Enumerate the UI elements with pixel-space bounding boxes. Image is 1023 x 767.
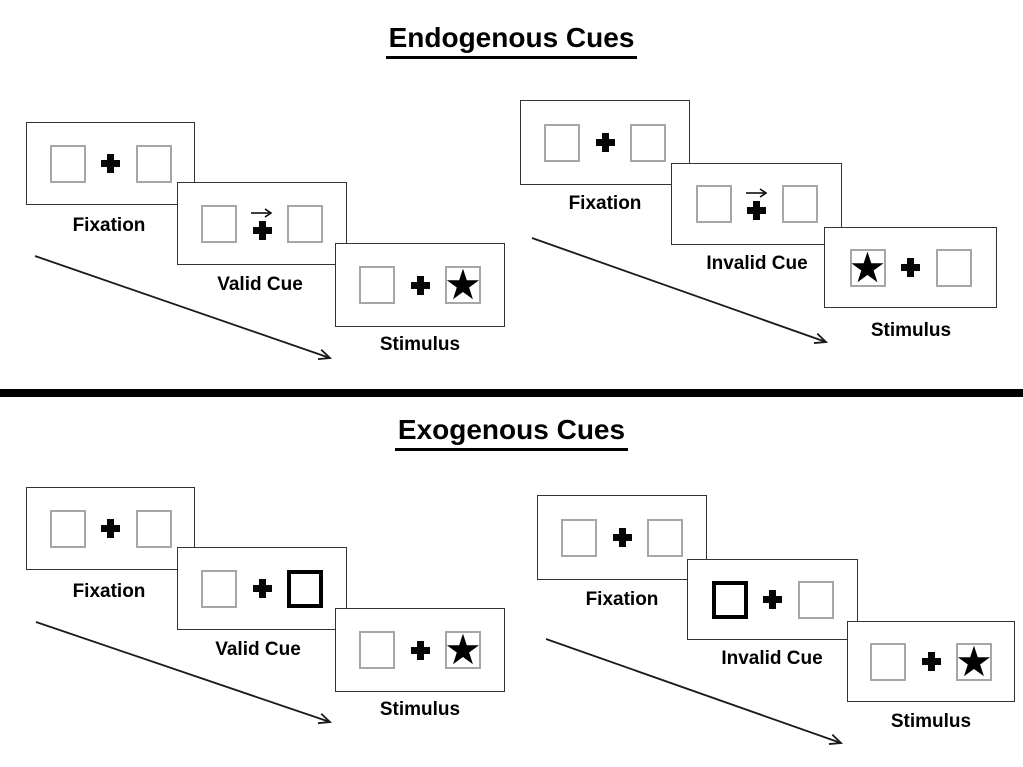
exo-valid-fixation-screen xyxy=(26,487,195,570)
right-target-box: ★ xyxy=(955,637,993,685)
right-placeholder-box xyxy=(781,185,818,223)
right-arrow-icon xyxy=(745,188,767,198)
fixation-cross-icon xyxy=(921,652,941,671)
section-divider xyxy=(0,389,1023,397)
screen-label: Stimulus xyxy=(379,334,461,355)
fixation-cross-icon xyxy=(101,154,120,173)
screen-label: Stimulus xyxy=(870,320,952,341)
fixation-cross-icon xyxy=(612,528,632,547)
section-title-endogenous: Endogenous Cues xyxy=(0,22,1023,59)
fixation-cross-icon xyxy=(252,579,272,598)
screen-label: Fixation xyxy=(72,215,146,236)
fixation-cross-icon xyxy=(252,220,272,240)
star-stimulus-icon: ★ xyxy=(444,626,482,673)
exo-valid-stimulus-screen: ★ xyxy=(335,608,505,692)
fixation-cross-icon xyxy=(901,258,920,277)
exo-invalid-stimulus-screen: ★ xyxy=(847,621,1015,702)
screen-label: Stimulus xyxy=(379,699,461,720)
right-placeholder-box xyxy=(630,123,666,162)
left-placeholder-box xyxy=(49,509,86,548)
endo-invalid-fixation-screen xyxy=(520,100,690,185)
screen-label: Valid Cue xyxy=(215,639,301,660)
right-placeholder-box xyxy=(287,204,323,243)
left-highlighted-cue-box xyxy=(711,580,748,619)
left-placeholder-box xyxy=(695,185,732,223)
screen-label: Fixation xyxy=(72,581,146,602)
left-placeholder-box xyxy=(561,518,597,557)
fixation-cross-icon xyxy=(410,640,430,660)
left-placeholder-box xyxy=(870,642,906,681)
exo-invalid-cue-screen xyxy=(687,559,858,640)
left-placeholder-box xyxy=(49,144,86,183)
screen-label: Invalid Cue xyxy=(706,253,808,274)
fixation-cross-icon xyxy=(747,201,766,220)
star-stimulus-icon: ★ xyxy=(955,637,993,685)
left-placeholder-box xyxy=(544,123,580,162)
left-target-box: ★ xyxy=(848,243,887,291)
section-title-exogenous: Exogenous Cues xyxy=(0,414,1023,451)
left-placeholder-box xyxy=(359,631,395,669)
endo-valid-cue-screen xyxy=(177,182,347,265)
right-arrow-icon xyxy=(251,207,273,218)
fixation-cross-icon xyxy=(101,519,120,538)
right-target-box: ★ xyxy=(444,261,482,308)
right-placeholder-box xyxy=(797,580,834,619)
endo-invalid-stimulus-screen: ★ xyxy=(824,227,997,308)
screen-label: Invalid Cue xyxy=(721,648,823,669)
right-placeholder-box xyxy=(135,509,172,548)
left-placeholder-box xyxy=(359,266,395,304)
exo-invalid-fixation-screen xyxy=(537,495,707,580)
screen-label: Stimulus xyxy=(890,711,972,732)
right-placeholder-box xyxy=(647,518,683,557)
fixation-cross-icon xyxy=(410,275,430,295)
timeline-arrow-exogenous-valid xyxy=(35,621,333,725)
screen-label: Fixation xyxy=(568,193,642,214)
star-stimulus-icon: ★ xyxy=(848,243,887,291)
left-placeholder-box xyxy=(201,204,237,243)
endo-valid-fixation-screen xyxy=(26,122,195,205)
right-placeholder-box xyxy=(135,144,172,183)
star-stimulus-icon: ★ xyxy=(444,261,482,308)
fixation-cross-icon xyxy=(763,590,782,609)
right-highlighted-cue-box xyxy=(287,569,323,608)
left-placeholder-box xyxy=(201,569,237,608)
endo-invalid-cue-screen xyxy=(671,163,842,245)
screen-label: Fixation xyxy=(585,589,659,610)
right-placeholder-box xyxy=(935,248,972,287)
timeline-arrow-endogenous-valid xyxy=(34,255,333,361)
right-target-box: ★ xyxy=(444,626,482,673)
screen-label: Valid Cue xyxy=(217,274,303,295)
endo-valid-stimulus-screen: ★ xyxy=(335,243,505,327)
fixation-cross-icon xyxy=(595,133,615,152)
exo-valid-cue-screen xyxy=(177,547,347,630)
